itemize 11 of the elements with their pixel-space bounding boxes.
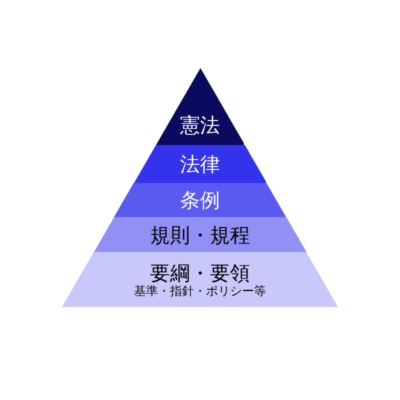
- pyramid-layer: [114, 183, 286, 217]
- layer-label: 規則・規程: [150, 224, 250, 246]
- layer-label: 要綱・要領: [150, 262, 250, 284]
- pyramid-layer: [156, 68, 244, 145]
- pyramid-layer: [62, 252, 338, 307]
- layer-label: 条例: [180, 189, 220, 211]
- pyramid-layer: [94, 217, 306, 252]
- layer-label: 憲法: [180, 114, 220, 136]
- pyramid-layer: [134, 145, 266, 183]
- layer-label: 法律: [180, 153, 220, 175]
- layer-sublabel: 基準・指針・ポリシー等: [134, 284, 266, 298]
